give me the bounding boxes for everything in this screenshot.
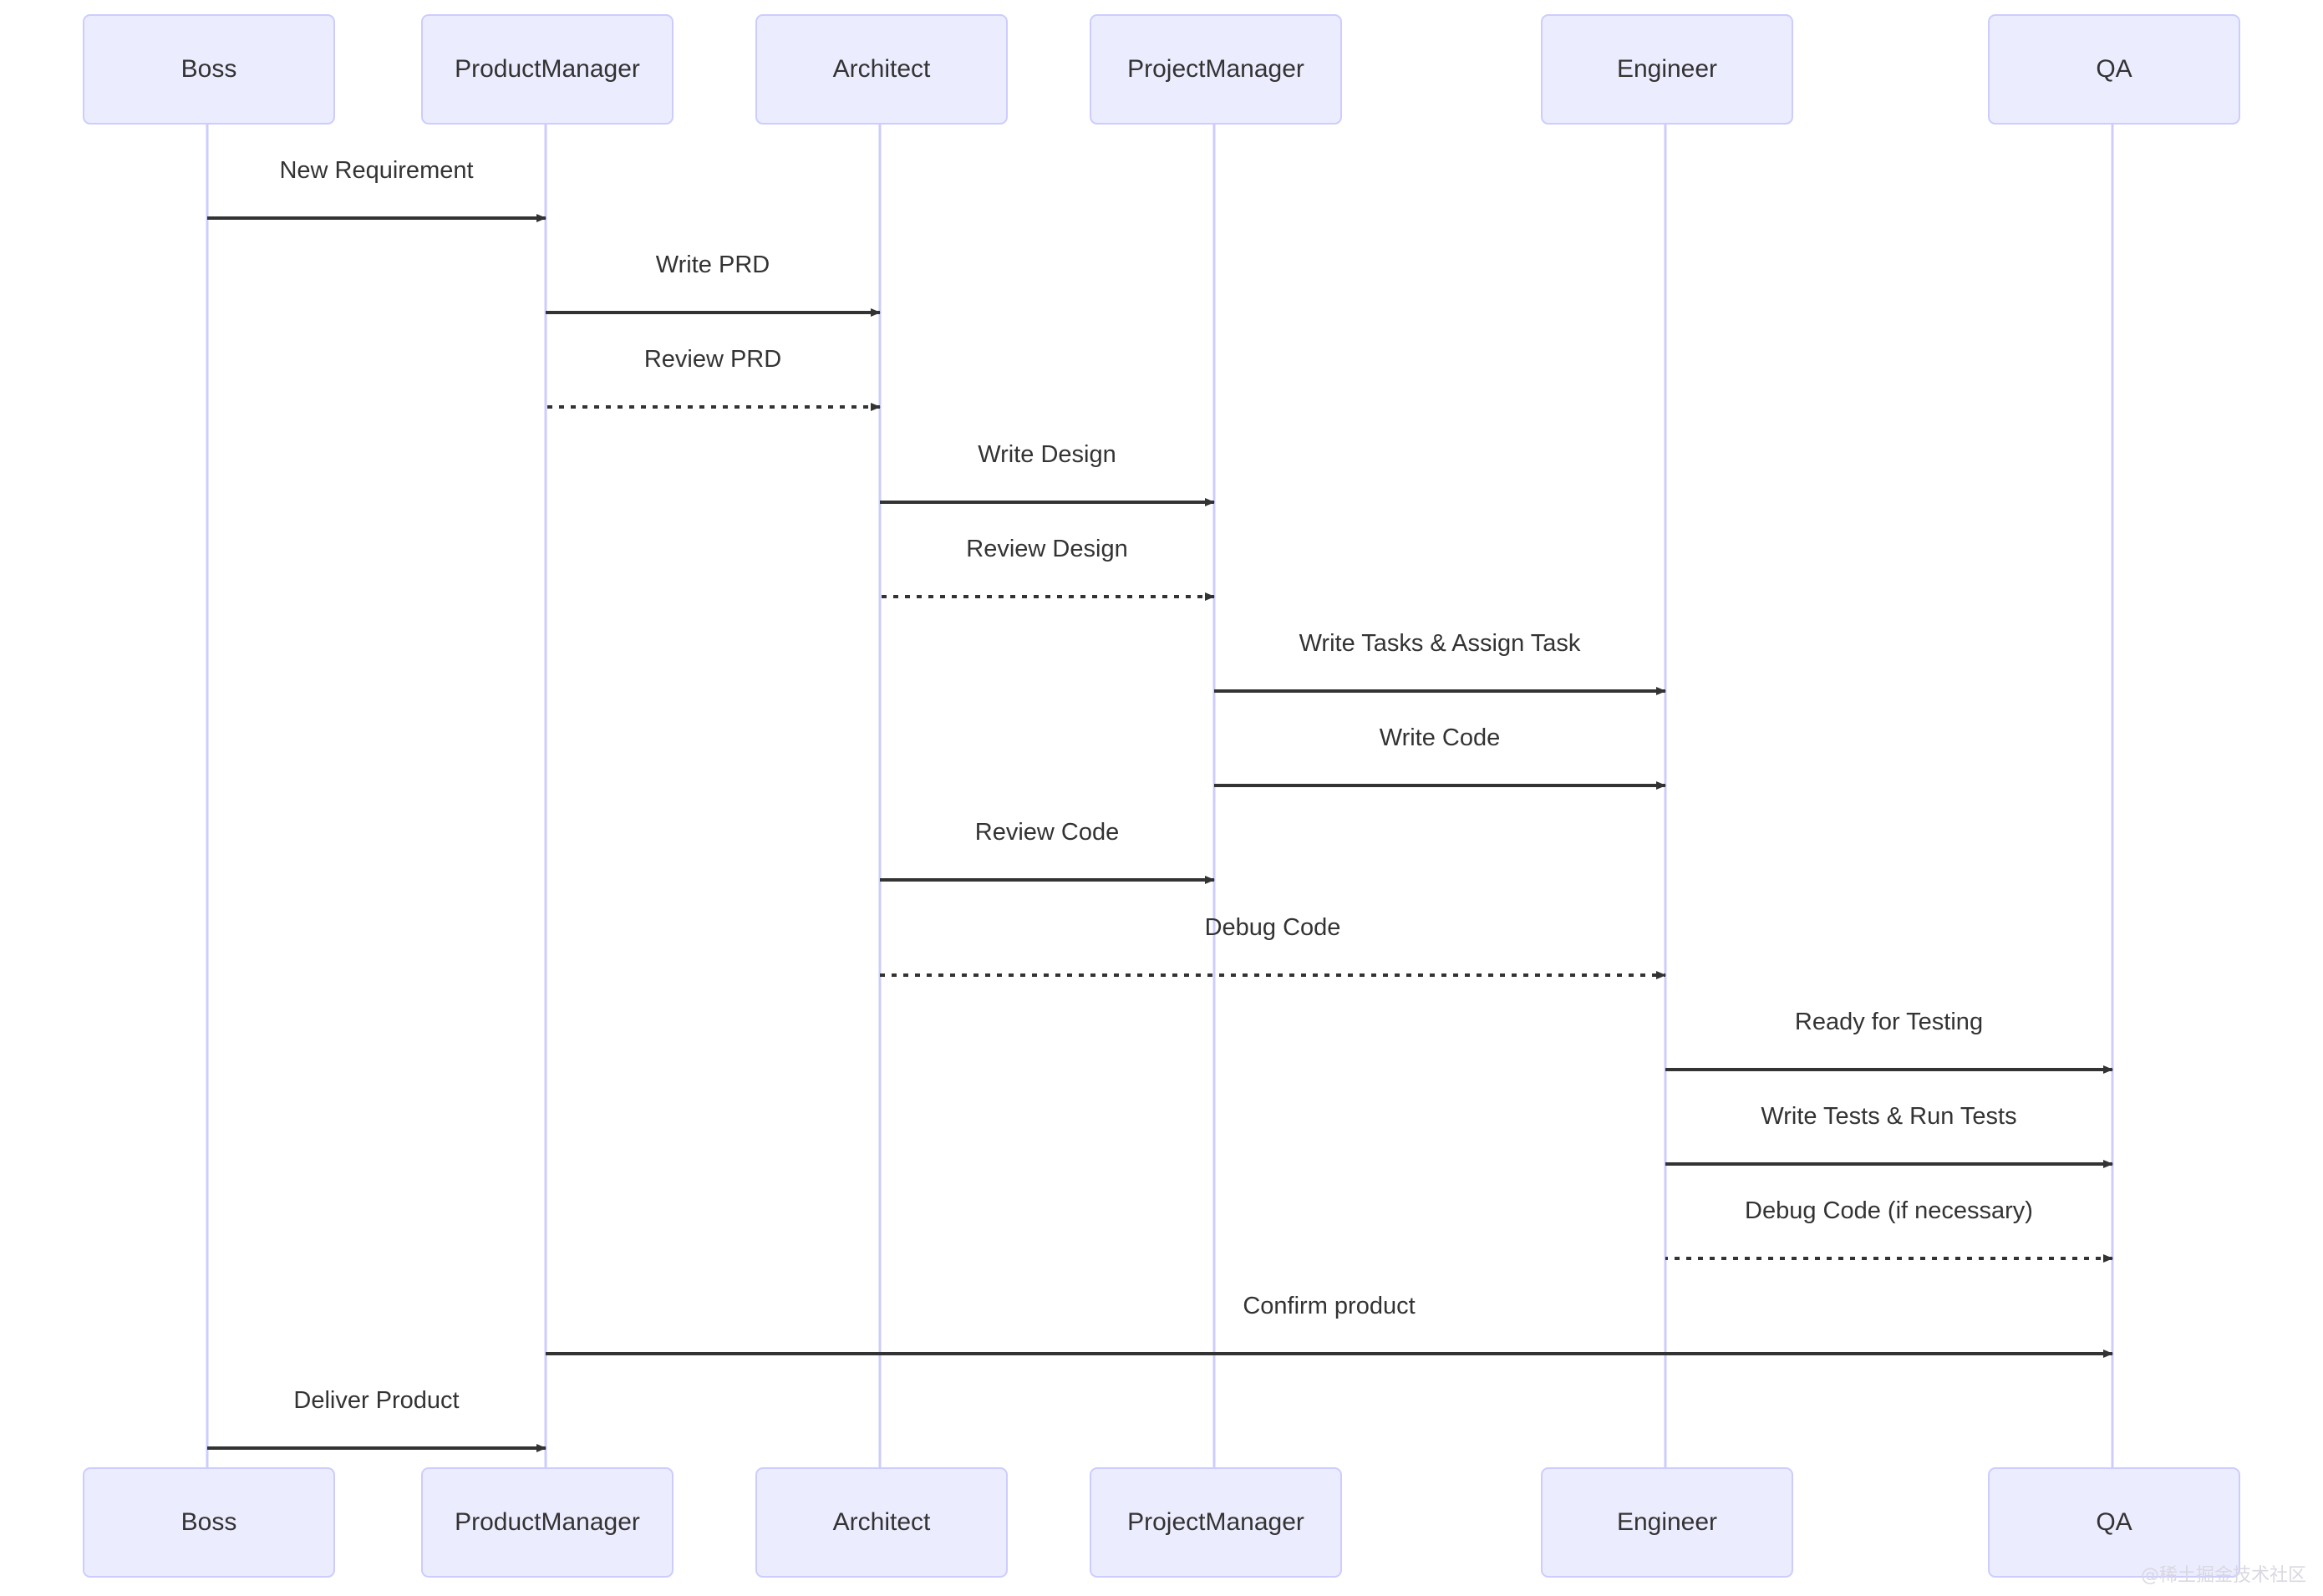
message-12: Debug Code (if necessary) [1665,1197,2113,1263]
message-3: Review PRD [546,346,881,411]
message-label-9: Debug Code [1205,914,1341,941]
actor-box-boss-top[interactable] [83,14,335,125]
actor-box-qa-bottom[interactable] [1988,1467,2240,1578]
actor-label-projectmanager-bottom: ProjectManager [1127,1508,1304,1536]
actor-label-projectmanager-top: ProjectManager [1127,55,1304,83]
actors-bottom-group: Boss ProductManager Architect ProjectManage… [83,1467,2240,1578]
message-11: Write Tests & Run Tests [1665,1103,2113,1168]
message-4: Write Design [880,441,1215,506]
message-label-1: New Requirement [279,157,473,184]
message-label-8: Review Code [975,819,1119,846]
watermark-text: @稀土掘金技术社区 [2141,1565,2306,1586]
message-8: Review Code [880,819,1215,884]
actor-box-engineer-bottom[interactable] [1541,1467,1793,1578]
message-2: Write PRD [546,252,881,317]
actor-label-engineer-top: Engineer [1617,55,1717,83]
actor-box-boss-bottom[interactable] [83,1467,335,1578]
actor-label-boss-bottom: Boss [181,1508,237,1536]
lifelines-group [206,124,2114,1468]
message-label-11: Write Tests & Run Tests [1761,1103,2016,1130]
actor-label-architect-top: Architect [833,55,931,83]
message-label-10: Ready for Testing [1795,1009,1983,1035]
actor-box-qa-top[interactable] [1988,14,2240,125]
actor-box-productmanager-top[interactable] [421,14,674,125]
message-5: Review Design [880,536,1215,601]
message-label-14: Deliver Product [293,1387,459,1414]
actor-box-architect-top[interactable] [755,14,1008,125]
actor-label-architect-bottom: Architect [833,1508,931,1536]
message-13: Confirm product [546,1293,2113,1358]
actor-box-productmanager-bottom[interactable] [421,1467,674,1578]
actor-label-productmanager-bottom: ProductManager [455,1508,640,1536]
actor-box-projectmanager-bottom[interactable] [1090,1467,1342,1578]
message-label-3: Review PRD [644,346,781,373]
message-7: Write Code [1214,724,1666,790]
actors-top-group: Boss ProductManager Architect ProjectManage… [83,14,2240,125]
actor-label-boss-top: Boss [181,55,237,83]
actor-box-engineer-top[interactable] [1541,14,1793,125]
message-14: Deliver Product [207,1387,546,1452]
actor-label-productmanager-top: ProductManager [455,55,640,83]
actor-label-engineer-bottom: Engineer [1617,1508,1717,1536]
actor-label-qa-bottom: QA [2096,1508,2132,1536]
message-label-4: Write Design [978,441,1116,468]
message-label-2: Write PRD [656,252,770,278]
message-1: New Requirement [207,157,546,222]
actor-box-projectmanager-top[interactable] [1090,14,1342,125]
message-label-6: Write Tasks & Assign Task [1299,630,1581,657]
actor-label-qa-top: QA [2096,55,2132,83]
message-label-12: Debug Code (if necessary) [1745,1197,2033,1224]
actor-box-architect-bottom[interactable] [755,1467,1008,1578]
message-10: Ready for Testing [1665,1009,2113,1074]
message-label-13: Confirm product [1243,1293,1415,1319]
watermark-group: @稀土掘金技术社区 [2141,1565,2306,1586]
message-9: Debug Code [880,914,1666,979]
message-6: Write Tasks & Assign Task [1214,630,1666,695]
message-label-5: Review Design [966,536,1127,562]
message-label-7: Write Code [1380,724,1501,751]
